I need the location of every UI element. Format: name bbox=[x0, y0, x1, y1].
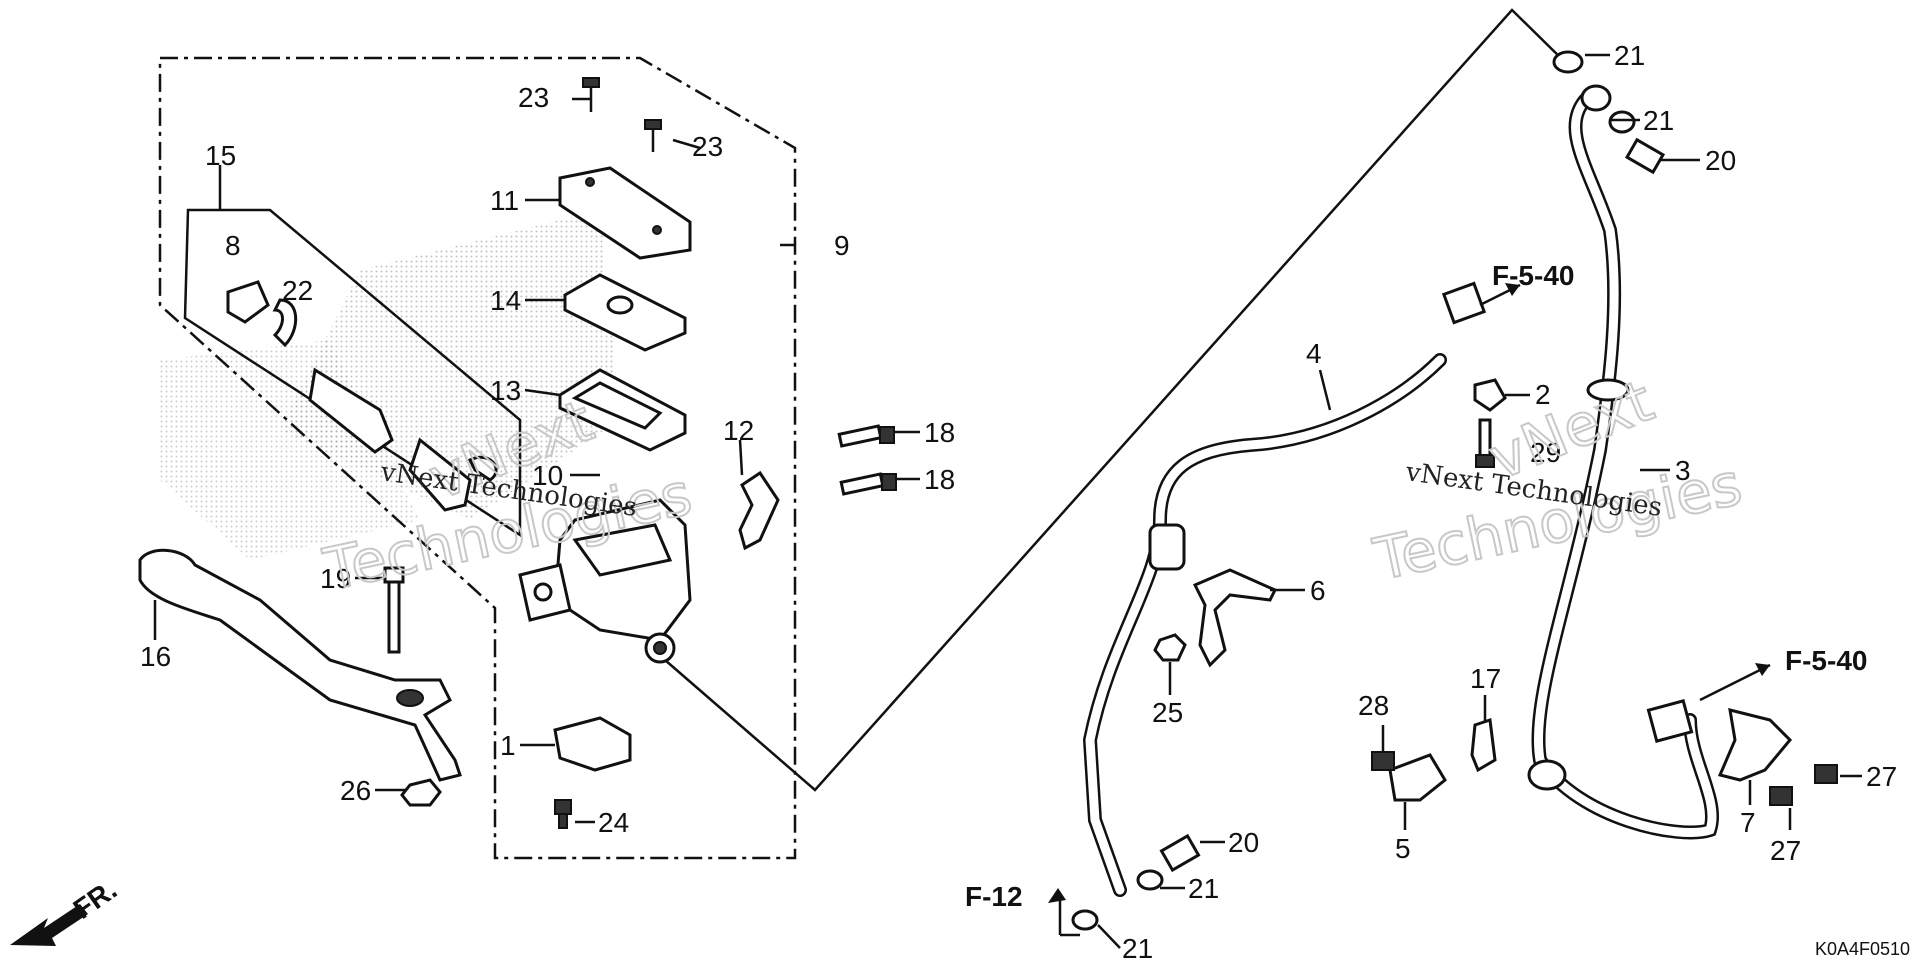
label-18b: 18 bbox=[924, 464, 955, 495]
bracket-7 bbox=[1717, 707, 1793, 782]
screw-24 bbox=[554, 799, 572, 829]
ref-f-5-40-top: F-5-40 bbox=[1492, 260, 1574, 291]
label-3: 3 bbox=[1675, 455, 1691, 486]
piston-kit bbox=[226, 280, 498, 512]
reference-labels: F-5-40 F-5-40 F-12 bbox=[965, 260, 1867, 912]
label-8: 8 bbox=[225, 230, 241, 261]
label-17: 17 bbox=[1470, 663, 1501, 694]
part-labels: 15 8 22 23 23 11 9 14 13 12 10 18 18 19 … bbox=[140, 40, 1897, 960]
brake-hose-3 bbox=[1527, 93, 1719, 840]
label-2: 2 bbox=[1535, 379, 1551, 410]
label-12: 12 bbox=[723, 415, 754, 446]
label-4: 4 bbox=[1306, 338, 1322, 369]
label-25: 25 bbox=[1152, 697, 1183, 728]
brake-hose-4 bbox=[1082, 281, 1487, 897]
washers-21 bbox=[1071, 50, 1636, 931]
label-21c: 21 bbox=[1188, 873, 1219, 904]
label-20b: 20 bbox=[1228, 827, 1259, 858]
label-27a: 27 bbox=[1770, 835, 1801, 866]
ref-f-12: F-12 bbox=[965, 881, 1023, 912]
label-7: 7 bbox=[1740, 807, 1756, 838]
nut-25 bbox=[1153, 633, 1187, 662]
handlebar-holder bbox=[738, 470, 780, 551]
label-26: 26 bbox=[340, 775, 371, 806]
label-22: 22 bbox=[282, 275, 313, 306]
label-13: 13 bbox=[490, 375, 521, 406]
connector-line bbox=[664, 8, 1569, 792]
label-18a: 18 bbox=[924, 417, 955, 448]
label-24: 24 bbox=[598, 807, 629, 838]
label-21b: 21 bbox=[1643, 105, 1674, 136]
bolt-28 bbox=[1371, 751, 1395, 771]
brake-switch bbox=[553, 716, 632, 772]
diagram-code: K0A4F0510 bbox=[1815, 939, 1910, 959]
label-14: 14 bbox=[490, 285, 521, 316]
clamp-17 bbox=[1470, 717, 1497, 773]
bolts-18 bbox=[837, 424, 897, 496]
label-28: 28 bbox=[1358, 690, 1389, 721]
label-27b: 27 bbox=[1866, 761, 1897, 792]
hose-bracket-6 bbox=[1192, 568, 1278, 668]
ref-f-5-40-bottom: F-5-40 bbox=[1785, 645, 1867, 676]
front-arrow-icon bbox=[10, 904, 88, 946]
label-1: 1 bbox=[500, 730, 516, 761]
ref-arrows bbox=[1048, 283, 1771, 903]
diaphragm bbox=[558, 368, 687, 452]
nut-26 bbox=[400, 778, 442, 807]
label-15: 15 bbox=[205, 140, 236, 171]
clamp-5 bbox=[1388, 753, 1447, 802]
label-29: 29 bbox=[1530, 437, 1561, 468]
label-10: 10 bbox=[532, 460, 563, 491]
assembly-9-outline bbox=[158, 56, 797, 860]
leader-lines bbox=[153, 53, 1862, 949]
pivot-bolt bbox=[383, 566, 405, 654]
screws-23 bbox=[582, 77, 662, 152]
reservoir-cap bbox=[558, 166, 692, 260]
label-23b: 23 bbox=[692, 131, 723, 162]
label-9: 9 bbox=[834, 230, 850, 261]
assembly-15-bracket bbox=[183, 208, 522, 538]
bolt-29 bbox=[1475, 418, 1495, 468]
label-21d: 21 bbox=[1122, 933, 1153, 960]
label-11: 11 bbox=[490, 185, 519, 216]
bolts-27 bbox=[1769, 764, 1838, 806]
label-6: 6 bbox=[1310, 575, 1326, 606]
brake-lever bbox=[138, 548, 462, 782]
diaphragm-plate bbox=[563, 273, 687, 352]
master-cylinder-body bbox=[518, 498, 692, 664]
label-19: 19 bbox=[320, 563, 351, 594]
label-23a: 23 bbox=[518, 82, 549, 113]
label-21a: 21 bbox=[1614, 40, 1645, 71]
label-5: 5 bbox=[1395, 833, 1411, 864]
label-16: 16 bbox=[140, 641, 171, 672]
label-20a: 20 bbox=[1705, 145, 1736, 176]
bolts-20 bbox=[1159, 137, 1666, 873]
clamp-2 bbox=[1473, 378, 1507, 412]
